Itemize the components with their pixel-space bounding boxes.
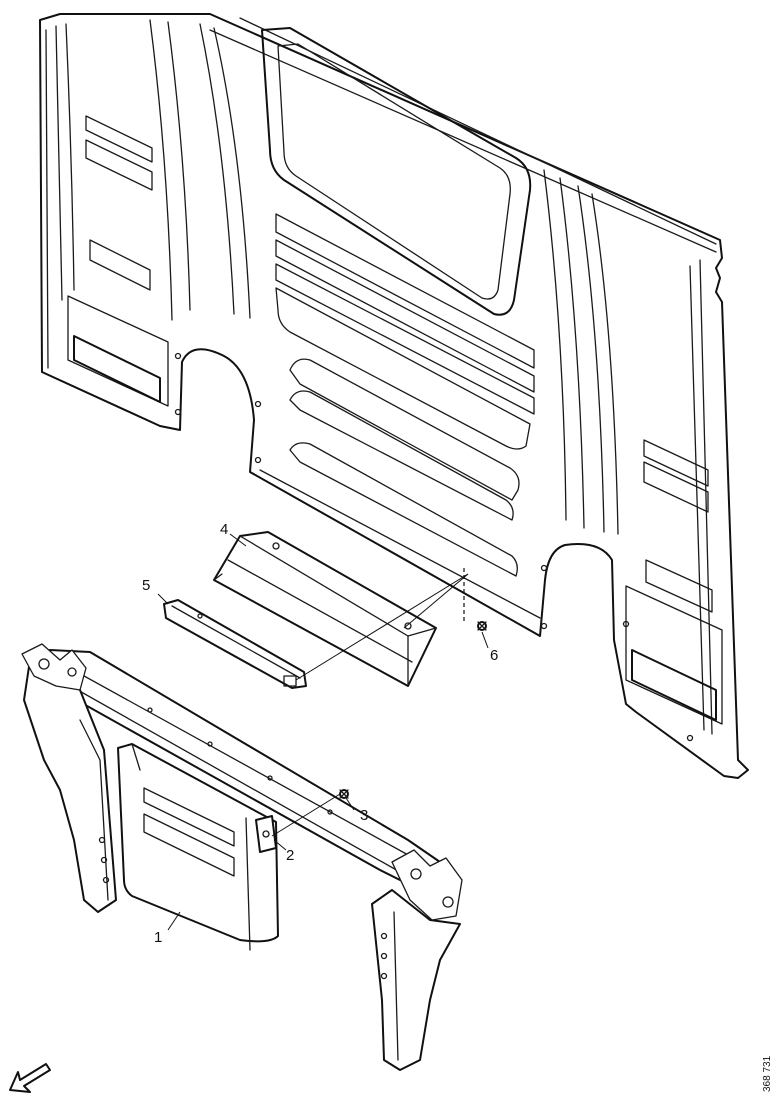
part-3-screw bbox=[339, 789, 349, 799]
callout-4: 4 bbox=[220, 521, 228, 538]
callout-6: 6 bbox=[490, 647, 498, 664]
reference-number: 368 731 bbox=[762, 1055, 773, 1092]
front-frame bbox=[21, 643, 463, 1071]
callout-2: 2 bbox=[286, 847, 294, 864]
callout-5: 5 bbox=[142, 577, 150, 594]
part-4-deflector-plate bbox=[213, 531, 437, 687]
leader-lines bbox=[157, 533, 489, 931]
rear-wall-panel bbox=[39, 13, 749, 779]
part-5-bracket-bar bbox=[163, 599, 307, 689]
callout-3: 3 bbox=[360, 807, 368, 824]
callout-1: 1 bbox=[154, 929, 162, 946]
part-1-panel bbox=[117, 743, 279, 951]
front-direction-arrow-icon bbox=[9, 1063, 51, 1093]
part-2-clip bbox=[255, 815, 277, 853]
